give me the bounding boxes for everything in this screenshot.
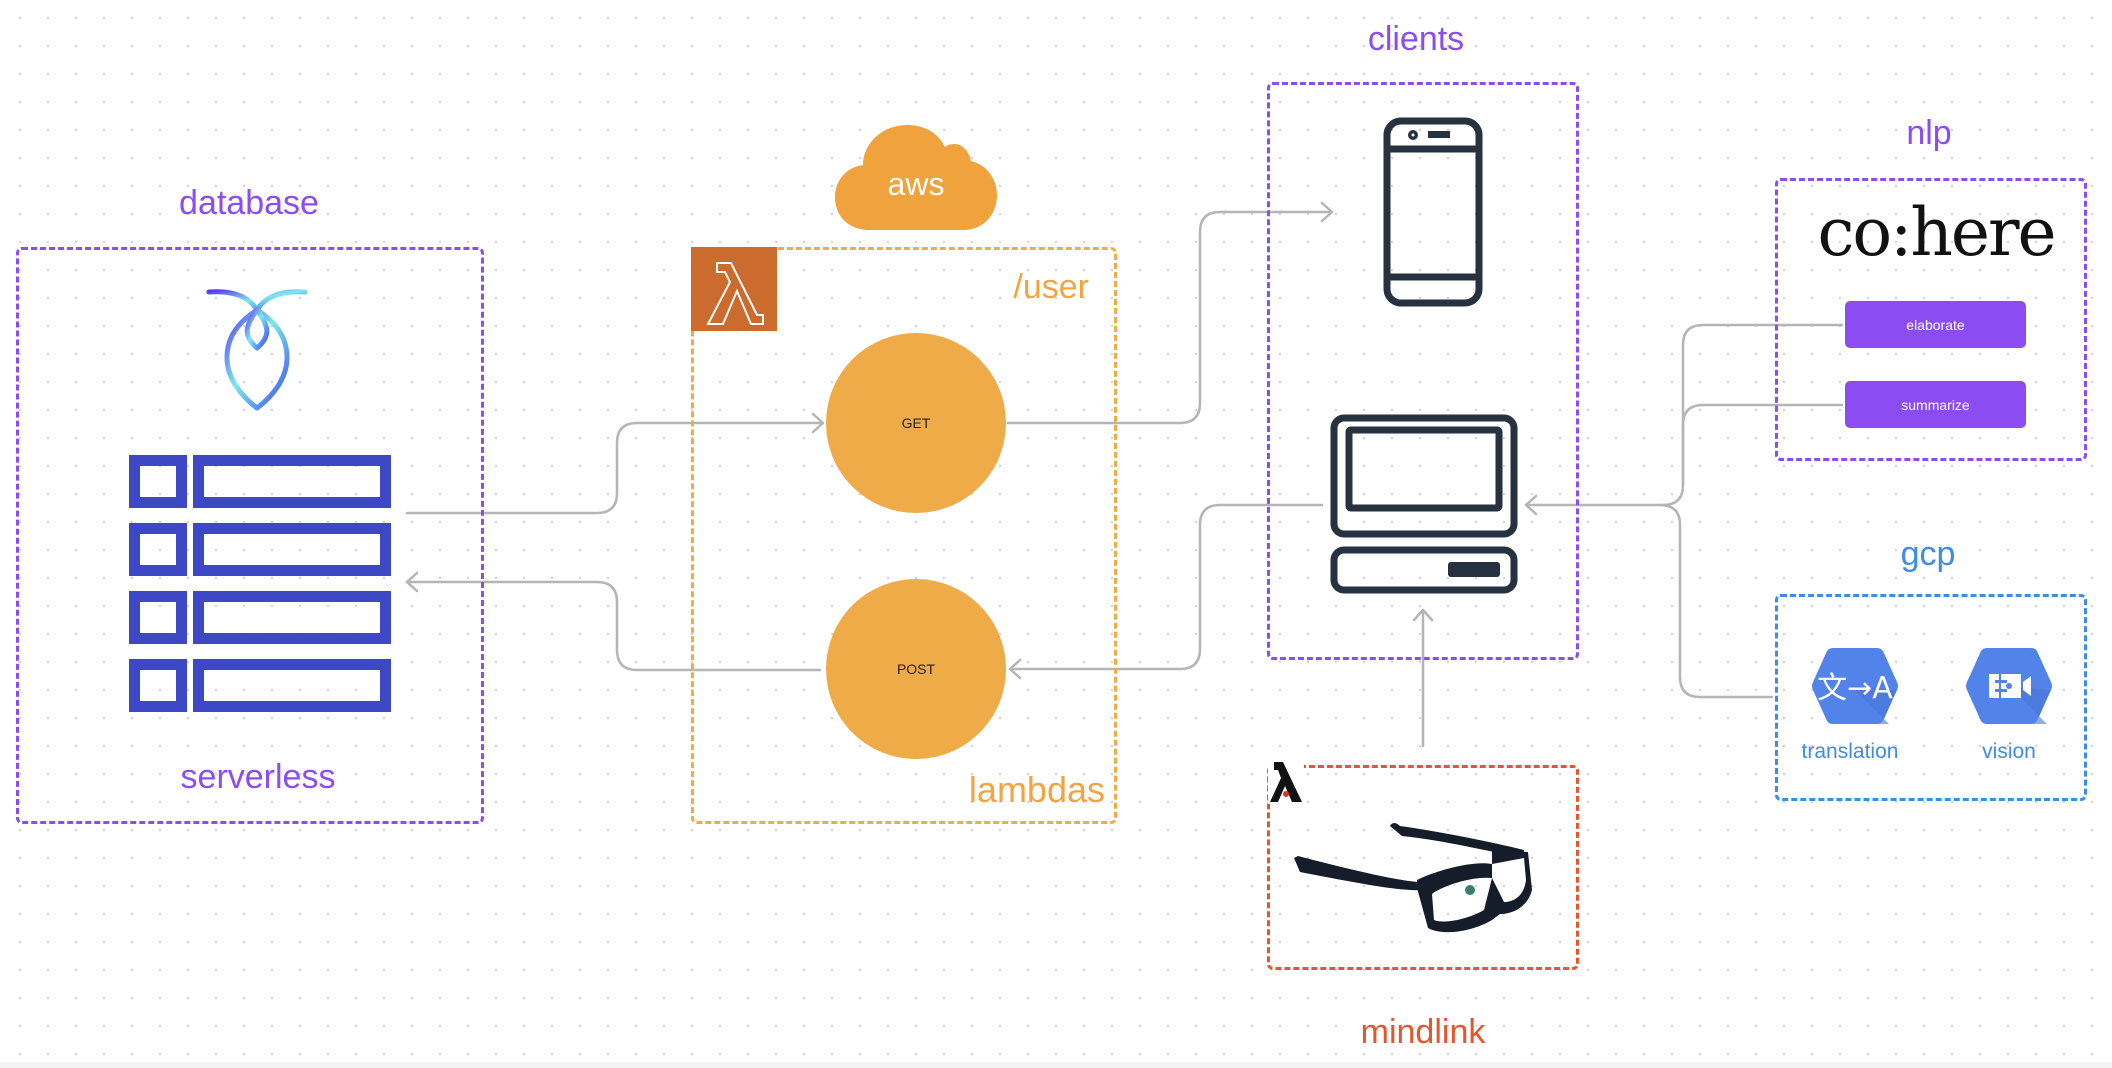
mindlink-group (1267, 765, 1579, 970)
video-intelligence-icon[interactable] (1965, 646, 2053, 731)
nlp-group (1775, 178, 2087, 461)
database-title: database (179, 184, 319, 222)
gcp-group (1775, 594, 2087, 801)
clients-title: clients (1367, 20, 1465, 58)
summarize-button[interactable]: summarize (1845, 381, 2026, 428)
laptop-icon[interactable] (1330, 414, 1518, 603)
elaborate-button[interactable]: elaborate (1845, 301, 2026, 348)
vision-label: vision (1982, 740, 2036, 763)
database-group (16, 247, 484, 824)
route-label: /user (1013, 268, 1089, 306)
get-endpoint[interactable]: GET (826, 333, 1006, 513)
smart-glasses-icon (1292, 820, 1532, 940)
aws-cloud-icon: aws (835, 125, 997, 230)
gcp-title: gcp (1900, 535, 1956, 573)
post-endpoint[interactable]: POST (826, 579, 1006, 759)
mindlink-title: mindlink (1360, 1013, 1486, 1051)
lambda-logo-icon (1268, 760, 1304, 804)
cohere-logo: co:here (1817, 194, 2056, 271)
translation-label: translation (1801, 740, 1899, 763)
translate-icon[interactable]: 文→A (1811, 646, 1899, 731)
smartphone-icon[interactable] (1383, 117, 1483, 312)
wire-translation (1658, 503, 1774, 699)
aws-label: aws (887, 166, 945, 202)
nlp-title: nlp (1906, 114, 1952, 152)
post-label: POST (896, 661, 936, 677)
get-label: GET (901, 415, 931, 431)
lambdas-group (691, 247, 1117, 824)
aws-lambda-icon (691, 247, 777, 331)
table-icon (129, 455, 391, 717)
cockroachdb-icon (206, 289, 308, 411)
lambdas-label: lambdas (968, 769, 1105, 810)
svg-text:文→A: 文→A (1817, 671, 1893, 706)
serverless-label: serverless (180, 758, 336, 796)
canvas-bottom-edge (0, 1062, 2112, 1068)
clients-group (1267, 82, 1579, 660)
